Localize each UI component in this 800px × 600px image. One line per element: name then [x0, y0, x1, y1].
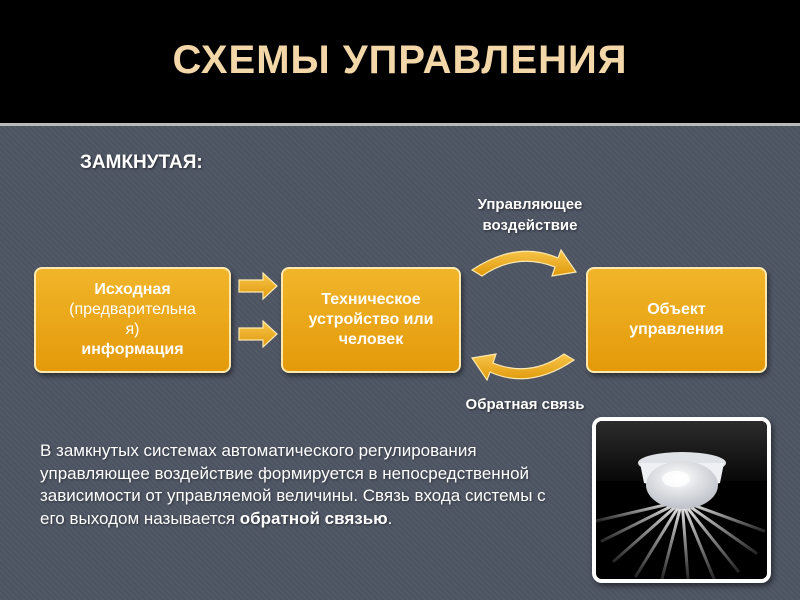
- source-info-line3: я): [125, 321, 140, 338]
- slide-subtitle: ЗАМКНУТАЯ:: [80, 152, 203, 173]
- input-arrows: [238, 271, 278, 349]
- control-action-label: Управляющее воздействие: [477, 196, 583, 234]
- device-box: Техническое устройство или человек: [281, 267, 461, 373]
- curved-arrow-left-icon: [470, 353, 576, 382]
- sensor-photo: [592, 417, 771, 583]
- arrow-right-icon: [238, 319, 278, 349]
- arrow-right-icon: [238, 271, 278, 301]
- loop-arrows: [470, 248, 578, 382]
- source-info-line2: (предварительна: [69, 301, 196, 318]
- slide-title: СХЕМЫ УПРАВЛЕНИЯ: [172, 38, 628, 82]
- curved-arrow-right-icon: [470, 248, 578, 277]
- source-info-line4: информация: [81, 341, 184, 358]
- control-object-box: Объект управления: [586, 267, 767, 373]
- description-end: .: [387, 508, 393, 528]
- motion-sensor-icon: [596, 421, 767, 579]
- source-info-box: Исходная (предварительна я) информация: [34, 267, 231, 373]
- description-emphasis: обратной связью: [239, 508, 388, 528]
- header-bar: СХЕМЫ УПРАВЛЕНИЯ: [0, 0, 800, 126]
- description-text: В замкнутых системах автоматического рег…: [40, 440, 560, 530]
- source-info-line1: Исходная: [94, 281, 171, 298]
- description-main: В замкнутых системах автоматического рег…: [40, 441, 546, 528]
- feedback-label: Обратная связь: [465, 396, 585, 413]
